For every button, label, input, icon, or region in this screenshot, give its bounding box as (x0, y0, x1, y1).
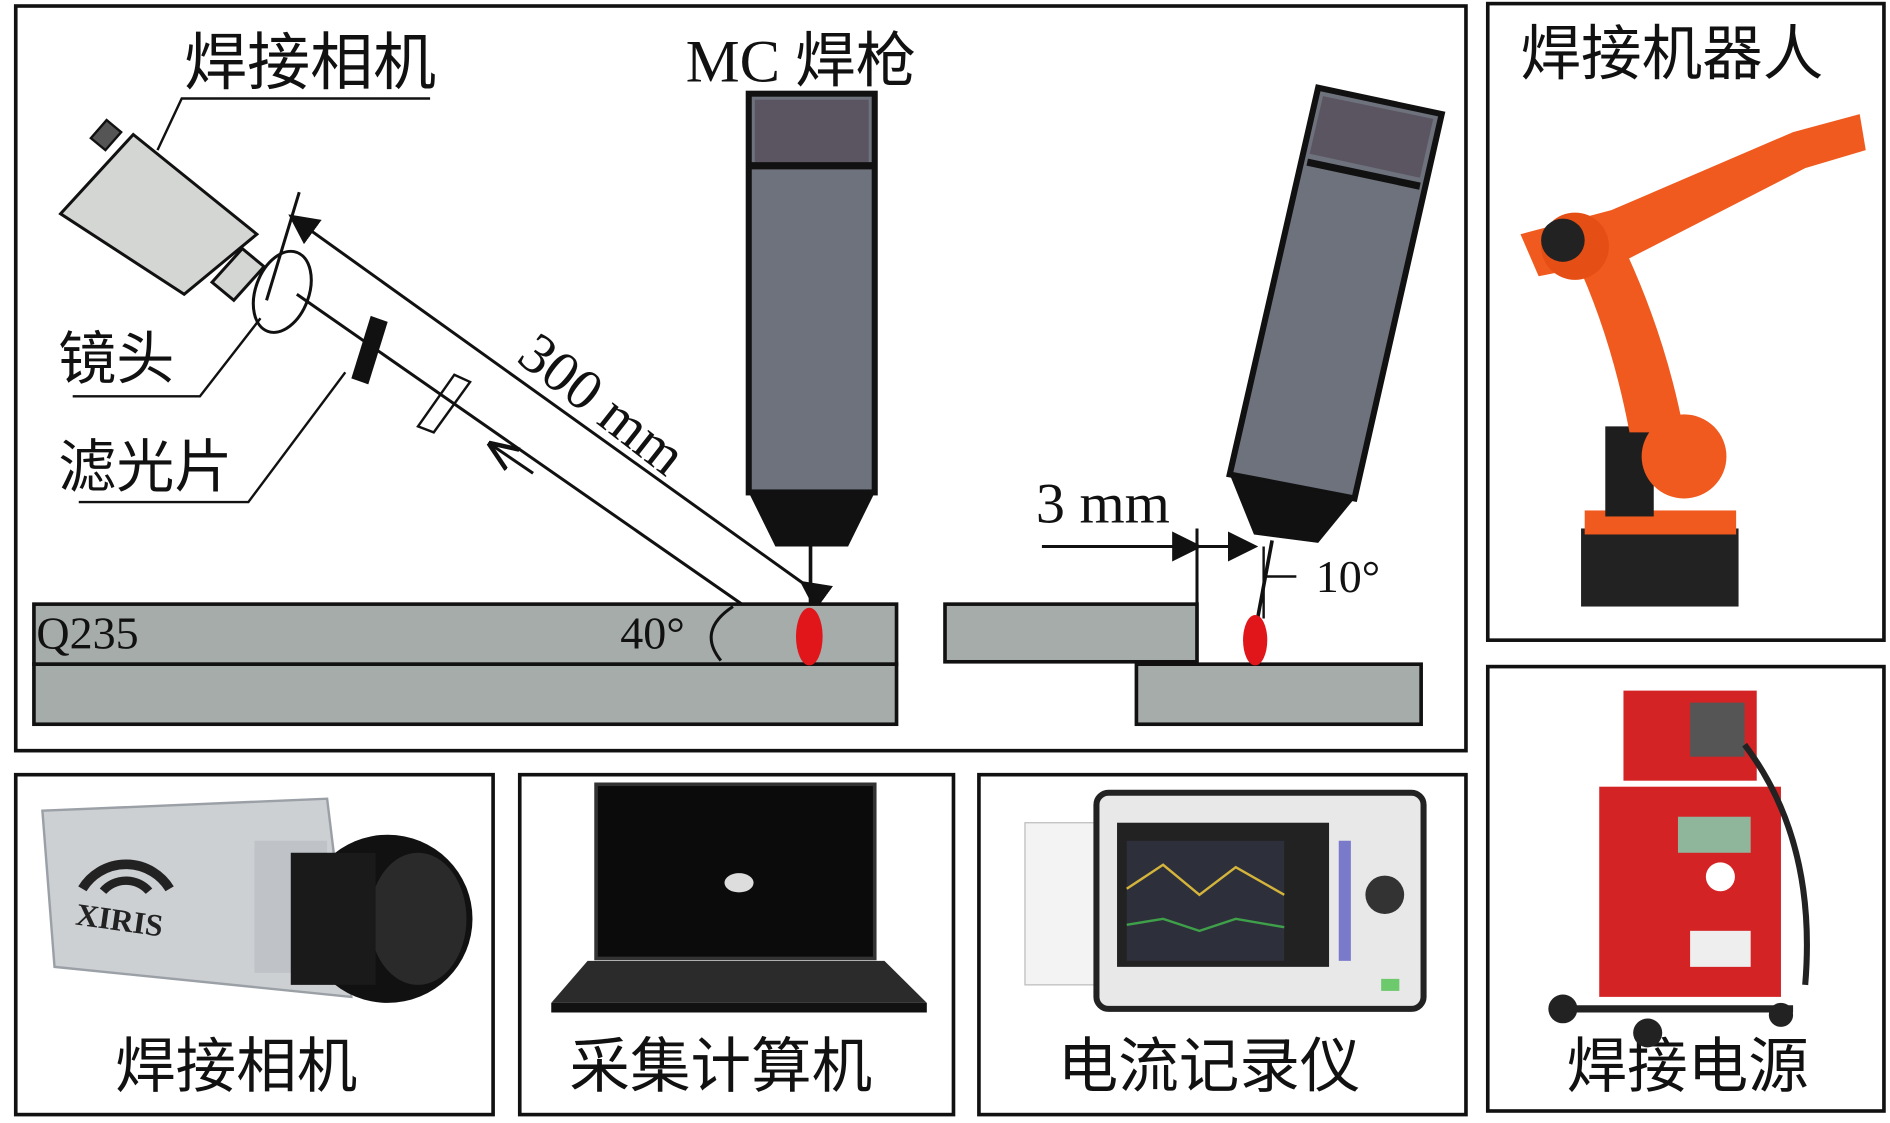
lens-label: 镜头 (58, 325, 174, 393)
material-label: Q235 (36, 608, 138, 659)
computer-label: 采集计算机 (569, 1032, 872, 1102)
torch-label: MC 焊枪 (686, 29, 916, 96)
camera-photo-label: 焊接相机 (115, 1032, 357, 1102)
plate-lower-right (1134, 662, 1423, 727)
camera-leader (156, 97, 431, 151)
plate-top-left (32, 602, 899, 666)
recorder-icon (1024, 789, 1427, 1012)
view-angle-arc (709, 605, 734, 662)
camera-label: 焊接相机 (184, 26, 436, 99)
plate-bottom-left (32, 662, 899, 727)
robot-label: 焊接机器人 (1520, 20, 1823, 90)
light-path (295, 293, 807, 650)
torch-angle-label: 10° (1316, 551, 1380, 602)
power-label: 焊接电源 (1567, 1032, 1809, 1102)
xiris-camera-icon: XIRIS (41, 797, 473, 1003)
distance-arrow (288, 214, 834, 611)
view-angle-label: 40° (620, 608, 684, 659)
recorder-label: 电流记录仪 (1058, 1032, 1361, 1102)
plate-upper-right (943, 602, 1199, 664)
weld-pool-right (1243, 614, 1268, 666)
lens-leader (72, 317, 262, 398)
light-path-arrow (491, 444, 534, 475)
power-source-icon (1548, 690, 1810, 1048)
robot-icon (1520, 114, 1866, 607)
torch-tilted-icon (1226, 84, 1446, 619)
laptop-icon (551, 782, 927, 1013)
offset-label: 3 mm (1036, 471, 1170, 536)
filter-label: 滤光片 (58, 433, 232, 501)
torch-vertical-icon (745, 90, 878, 615)
weld-pool-left (795, 607, 823, 666)
